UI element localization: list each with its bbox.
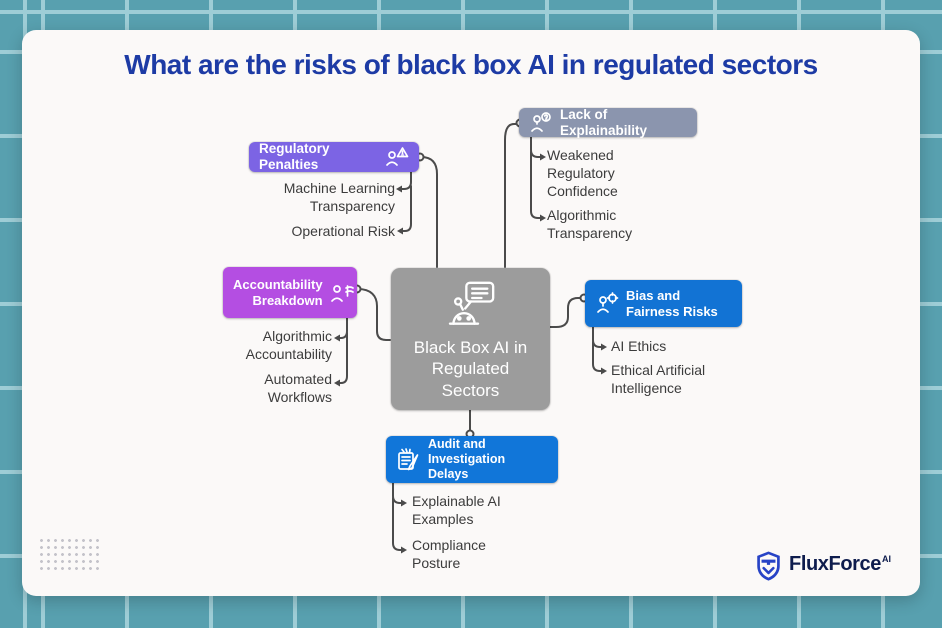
document-signature-icon <box>398 447 419 470</box>
branch-node-lack-of-explainability[interactable]: Lack of Explainability <box>519 106 697 138</box>
person-question-icon <box>531 111 551 132</box>
branch-node-accountability-breakdown[interactable]: Accountability Breakdown <box>223 267 357 318</box>
subtopic-automated-workflows[interactable]: Automated Workflows <box>264 371 332 405</box>
fluxforce-logo: FluxForce AI <box>755 551 891 581</box>
branch-node-audit-and-investigation-delays[interactable]: Audit and Investigation Delays <box>386 436 558 483</box>
branch-label: Audit and Investigation Delays <box>428 437 506 481</box>
subtopic-operational-risk[interactable]: Operational Risk <box>291 223 396 239</box>
subtopic-algorithmic-accountability[interactable]: Algorithmic Accountability <box>245 328 332 362</box>
central-topic-node[interactable]: Black Box AI in Regulated Sectors <box>391 268 550 410</box>
page-title: What are the risks of black box AI in re… <box>124 49 818 80</box>
branch-label: Regulatory Penalties <box>259 141 330 172</box>
subtopic-ethical-artificial-intelligence[interactable]: Ethical Artificial Intelligence <box>611 362 706 396</box>
branch-node-regulatory-penalties[interactable]: Regulatory Penalties <box>249 141 419 172</box>
branch-node-bias-and-fairness-risks[interactable]: Bias and Fairness Risks <box>585 280 742 327</box>
subtopic-compliance-posture[interactable]: Compliance Posture <box>412 537 486 571</box>
dot-grid <box>38 537 100 573</box>
person-gavel-icon <box>330 284 354 302</box>
subtopic-algorithmic-transparency[interactable]: Algorithmic Transparency <box>547 207 633 241</box>
logo-superscript: AI <box>881 554 891 564</box>
chatbot-message-icon <box>448 281 494 325</box>
subtopic-weakened-regulatory-confidence[interactable]: Weakened Regulatory Confidence <box>547 147 618 199</box>
branch-label: Bias and Fairness Risks <box>626 288 718 319</box>
person-target-icon <box>597 291 619 313</box>
central-topic-label: Black Box AI in Regulated Sectors <box>413 337 528 400</box>
branch-label: Lack of Explainability <box>560 106 648 138</box>
branch-label: Accountability Breakdown <box>233 277 323 308</box>
person-alert-icon <box>386 147 409 166</box>
logo-wordmark: FluxForce <box>789 553 881 575</box>
subtopic-explainable-ai-examples[interactable]: Explainable AI Examples <box>412 493 501 527</box>
subtopic-machine-learning-transparency[interactable]: Machine Learning Transparency <box>283 180 395 214</box>
shield-logo-icon <box>757 551 780 581</box>
subtopic-ai-ethics[interactable]: AI Ethics <box>611 338 667 354</box>
